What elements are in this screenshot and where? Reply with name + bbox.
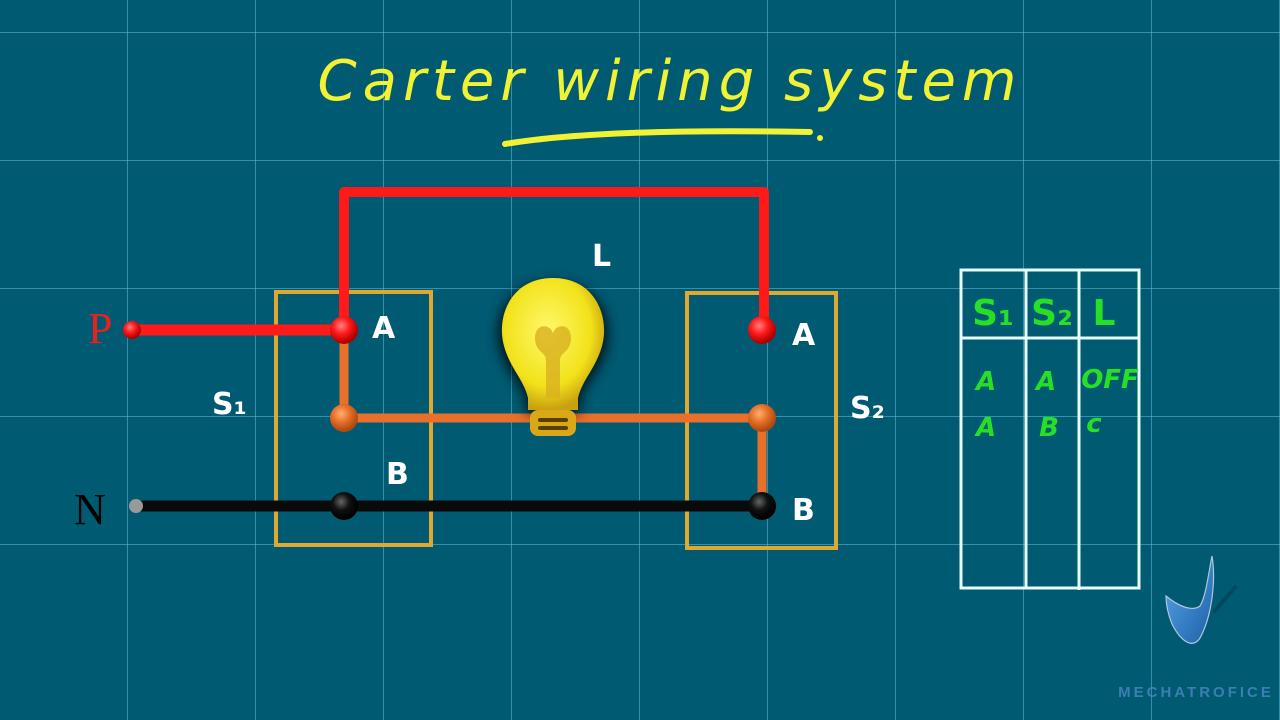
switch2-terminal-a [748,316,776,344]
table-header-s1: S₁ [972,293,1014,334]
switch2-terminal-a-label: A [792,318,816,353]
table-cell: OFF [1081,365,1139,395]
table-cell: B [1039,413,1059,443]
table-cell: c [1086,409,1102,439]
table-cell: A [974,367,996,397]
phase-terminal [123,321,141,339]
phase-wire [126,187,769,336]
switch2-terminal-b-label: B [792,493,815,528]
switch1-common-terminal [330,404,358,432]
lamp-label: L [592,239,611,274]
table-cell: A [1034,367,1056,397]
switch2-common-terminal [748,404,776,432]
watermark-brand: MECHATROFICE [1118,684,1274,701]
checkmark-logo-icon [1165,555,1238,644]
neutral-terminal [129,499,143,513]
diagram-title: Carter wiring system [318,49,1023,114]
table-header-l: L [1093,293,1116,334]
truth-table: S₁ S₂ L A A OFF A B c [959,268,1141,590]
switch1-terminal-a [330,316,358,344]
switch2-terminal-b [748,492,776,520]
switch1-terminal-b-label: B [386,457,409,492]
title-underline [502,128,813,147]
switch1-terminal-a-label: A [372,311,396,346]
light-bulb-icon [497,278,609,436]
neutral-label: N [74,485,106,534]
table-cell: A [974,413,996,443]
switch1-terminal-b [330,492,358,520]
table-header-s2: S₂ [1031,293,1073,334]
switch1-label: S₁ [212,387,247,422]
switch2-label: S₂ [850,391,885,426]
phase-label: P [88,304,112,353]
title-dot [817,135,823,141]
